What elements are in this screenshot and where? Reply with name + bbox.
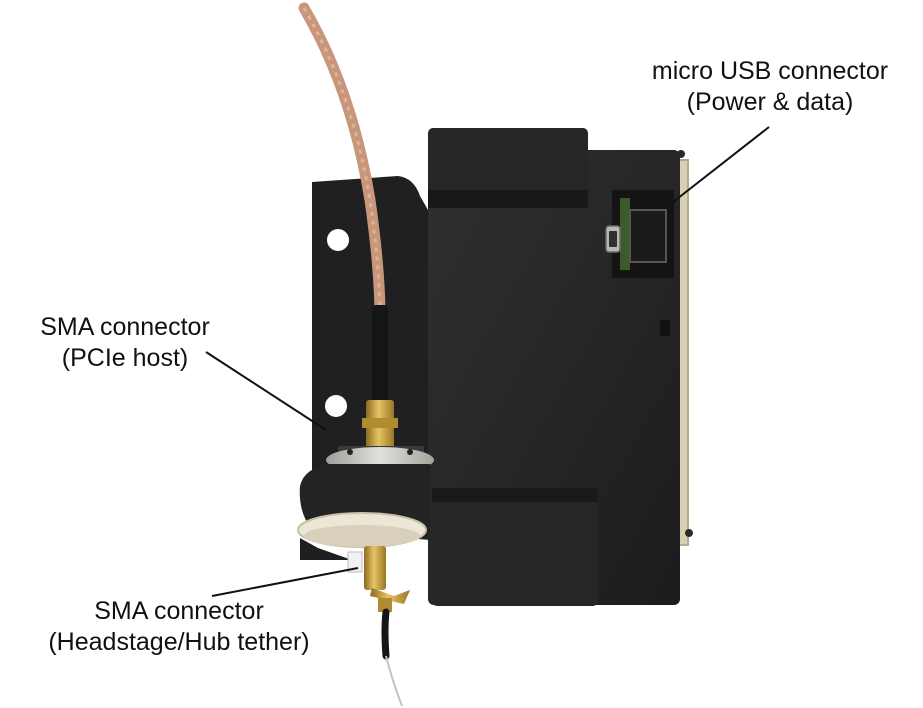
label-sma-pcie-title: SMA connector <box>40 313 210 341</box>
leader-line-tether <box>211 567 359 597</box>
heat-shrink <box>372 305 388 403</box>
mounting-hole-bottom <box>325 395 347 417</box>
sma-connector-tether[interactable] <box>347 546 410 612</box>
label-sma-pcie-subtitle: (PCIe host) <box>61 344 189 372</box>
label-micro-usb-title: micro USB connector <box>651 57 889 85</box>
label-sma-tether: SMA connector (Headstage/Hub tether) <box>0 596 358 658</box>
tether-cable <box>381 608 390 660</box>
pcb-screw-bottom <box>685 529 693 537</box>
label-sma-tether-subtitle: (Headstage/Hub tether) <box>48 628 310 656</box>
label-micro-usb: micro USB connector (Power & data) <box>620 56 920 118</box>
micro-usb-port[interactable] <box>605 190 674 278</box>
bottom-clip <box>432 488 598 606</box>
leader-line-pcie <box>205 351 327 431</box>
side-button <box>660 320 670 336</box>
mounting-hole-top <box>327 229 349 251</box>
label-micro-usb-subtitle: (Power & data) <box>686 88 854 116</box>
label-sma-pcie: SMA connector (PCIe host) <box>0 312 250 374</box>
label-sma-tether-title: SMA connector <box>94 597 264 625</box>
top-clip <box>428 128 588 208</box>
leader-line-usb <box>667 126 770 207</box>
rotary-gear <box>297 512 427 548</box>
